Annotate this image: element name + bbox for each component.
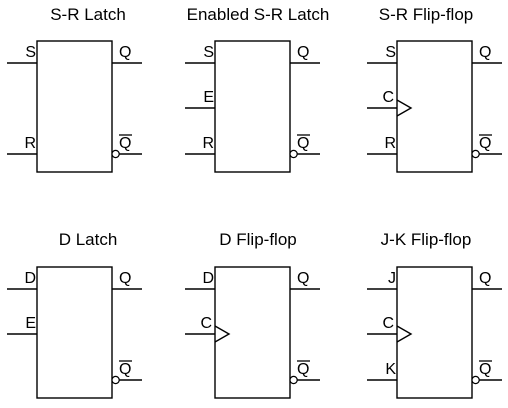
sr-latch-pin-q-label: Q	[119, 44, 131, 61]
sr-flip-flop-clock-triangle	[396, 99, 413, 117]
enabled-sr-latch-pin-s-label: S	[203, 44, 214, 61]
d-latch-title: D Latch	[59, 230, 118, 249]
sr-flip-flop-pin-s-label: S	[385, 44, 396, 61]
sr-flip-flop-pin-q-not-label: Q	[479, 135, 491, 152]
sr-flip-flop-pin-r-label: R	[384, 135, 396, 152]
sr-flip-flop-box	[396, 40, 473, 173]
d-latch-pin-q-not-label: Q	[119, 361, 131, 378]
d-latch-pin-q-label: Q	[119, 270, 131, 287]
jk-flip-flop-pin-j-label: J	[388, 270, 396, 287]
d-flip-flop-clock-triangle	[214, 325, 231, 343]
enabled-sr-latch-title: Enabled S-R Latch	[187, 5, 330, 24]
d-latch-pin-d-label: D	[24, 270, 36, 287]
d-flip-flop-pin-d-label: D	[202, 270, 214, 287]
sr-latch-pin-q-not-label: Q	[119, 135, 131, 152]
enabled-sr-latch-box	[214, 40, 291, 173]
jk-flip-flop-pin-k-label: K	[385, 361, 396, 378]
enabled-sr-latch-pin-q-label: Q	[297, 44, 309, 61]
d-latch-box	[36, 266, 113, 399]
jk-flip-flop-pin-q-not-label: Q	[479, 361, 491, 378]
jk-flip-flop-box	[396, 266, 473, 399]
d-flip-flop-title: D Flip-flop	[219, 230, 296, 249]
sr-flip-flop-pin-q-label: Q	[479, 44, 491, 61]
d-flip-flop-pin-q-not-label: Q	[297, 361, 309, 378]
d-flip-flop-box	[214, 266, 291, 399]
d-flip-flop-pin-c-label: C	[200, 315, 212, 332]
sr-flip-flop-pin-c-label: C	[382, 89, 394, 106]
enabled-sr-latch-pin-e-label: E	[203, 89, 214, 106]
enabled-sr-latch-pin-r-label: R	[202, 135, 214, 152]
jk-flip-flop-pin-q-label: Q	[479, 270, 491, 287]
jk-flip-flop-title: J-K Flip-flop	[381, 230, 472, 249]
sr-flip-flop-title: S-R Flip-flop	[379, 5, 473, 24]
sr-latch-pin-s-label: S	[25, 44, 36, 61]
d-flip-flop-pin-q-label: Q	[297, 270, 309, 287]
jk-flip-flop-pin-c-label: C	[382, 315, 394, 332]
sr-latch-box	[36, 40, 113, 173]
jk-flip-flop-clock-triangle	[396, 325, 413, 343]
d-latch-pin-e-label: E	[25, 315, 36, 332]
sr-latch-pin-r-label: R	[24, 135, 36, 152]
enabled-sr-latch-pin-q-not-label: Q	[297, 135, 309, 152]
sr-latch-title: S-R Latch	[50, 5, 126, 24]
